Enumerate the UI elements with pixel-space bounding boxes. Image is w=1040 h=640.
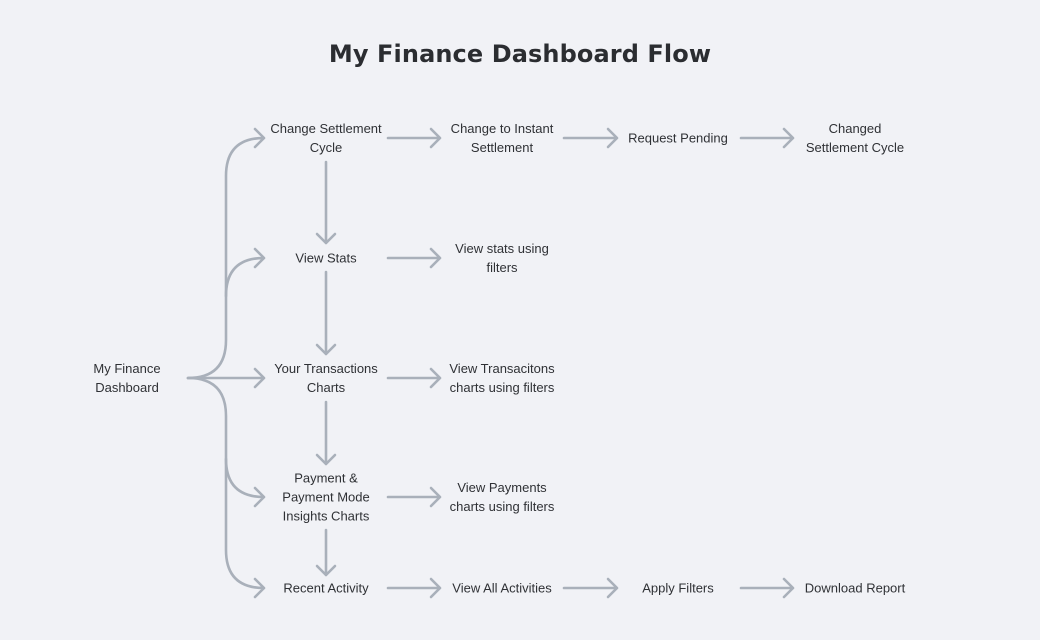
branch-arrow-view-stats: [224, 247, 266, 298]
down-arrow-settlement-to-stats: [315, 160, 337, 245]
arrow-settlement-to-instant: [386, 127, 442, 149]
branch-arrow-recent-activity: [224, 457, 266, 599]
arrow-instant-to-pending: [562, 127, 619, 149]
node-view-stats: View Stats: [295, 250, 357, 266]
branch-arrow-change-settlement: [186, 127, 266, 380]
node-view-all-activities: View All Activities: [452, 580, 552, 596]
node-download-report: Download Report: [804, 580, 906, 596]
node-apply-filters: Apply Filters: [642, 580, 714, 596]
arrow-apply-to-download: [739, 577, 795, 599]
node-recent-activity: Recent Activity: [283, 580, 369, 596]
arrow-payment-to-filters: [386, 486, 442, 508]
diagram-title: My Finance Dashboard Flow: [328, 40, 712, 68]
arrow-transactions-to-filters: [386, 367, 442, 389]
node-request-pending: Request Pending: [628, 130, 728, 146]
down-arrow-payment-to-recent: [315, 528, 337, 577]
arrow-recent-to-view-all: [386, 577, 442, 599]
down-arrow-transactions-to-payment: [315, 400, 337, 466]
down-arrow-stats-to-transactions: [315, 270, 337, 356]
arrow-view-all-to-apply: [562, 577, 619, 599]
arrow-pending-to-changed: [739, 127, 795, 149]
arrow-stats-to-filters: [386, 247, 442, 269]
branch-arrow-payment-insights: [186, 376, 266, 508]
